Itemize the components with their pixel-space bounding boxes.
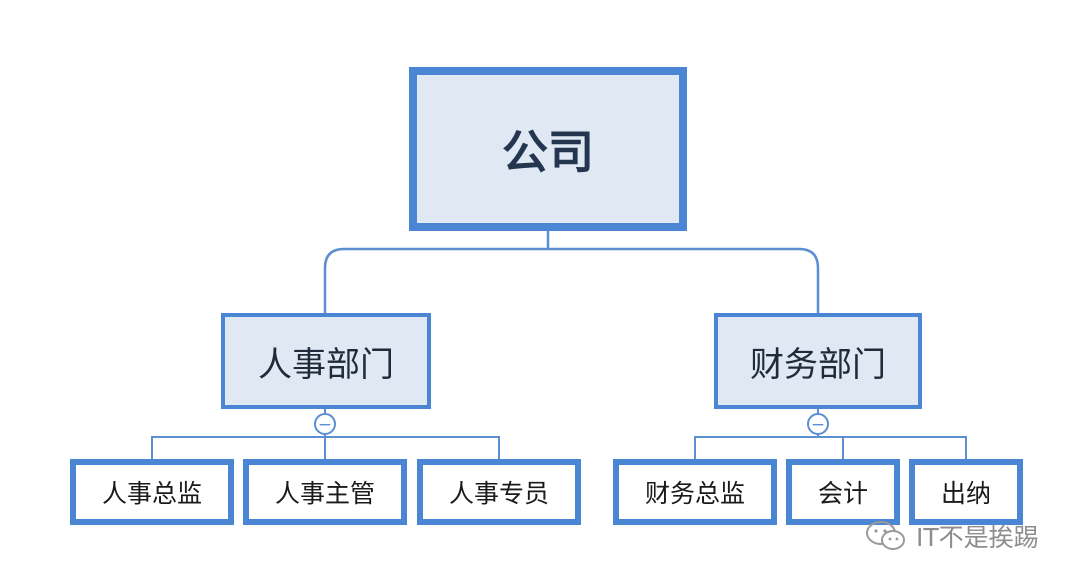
role-node-finance-director[interactable]: 财务总监: [613, 459, 777, 525]
root-node-company[interactable]: 公司: [409, 67, 687, 231]
role-node-hr-director[interactable]: 人事总监: [70, 459, 234, 525]
department-label-finance: 财务部门: [750, 344, 886, 385]
watermark: IT不是挨踢: [864, 516, 1039, 556]
role-label-hr-specialist: 人事专员: [448, 479, 549, 508]
role-label-cashier: 出纳: [940, 479, 991, 508]
role-node-hr-manager[interactable]: 人事主管: [243, 459, 407, 525]
collapse-toggle-hr-symbol: −: [318, 415, 332, 435]
root-node-label: 公司: [502, 125, 594, 179]
role-label-hr-manager: 人事主管: [274, 479, 375, 508]
role-label-finance-director: 财务总监: [644, 479, 745, 508]
role-node-hr-specialist[interactable]: 人事专员: [417, 459, 581, 525]
role-label-hr-director: 人事总监: [101, 479, 202, 508]
wechat-icon: [866, 521, 905, 550]
collapse-toggle-finance[interactable]: −: [807, 413, 829, 435]
watermark-text: IT不是挨踢: [916, 523, 1039, 552]
role-label-accountant: 会计: [817, 479, 868, 508]
connector-root-to-finance: [548, 247, 820, 313]
connector-root-to-hr: [323, 231, 550, 313]
department-label-hr: 人事部门: [258, 344, 394, 385]
collapse-toggle-finance-symbol: −: [811, 415, 825, 435]
collapse-toggle-hr[interactable]: −: [314, 413, 336, 435]
connector-finance-bus: [694, 436, 967, 459]
role-node-accountant[interactable]: 会计: [786, 459, 900, 525]
role-node-cashier[interactable]: 出纳: [909, 459, 1023, 525]
department-node-finance[interactable]: 财务部门: [714, 313, 922, 409]
department-node-hr[interactable]: 人事部门: [221, 313, 431, 409]
